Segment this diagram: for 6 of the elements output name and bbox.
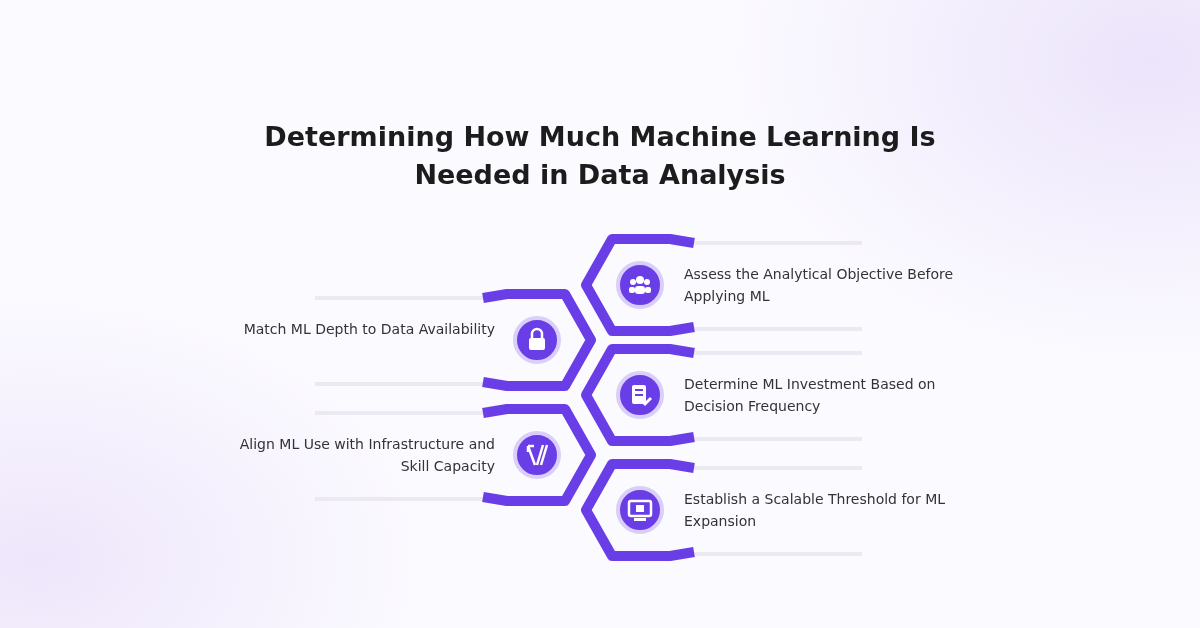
step-text: Determine ML Investment Based on Decision Frequency: [684, 375, 937, 416]
step-text: Align ML Use with Infrastructure and Skill Capacity: [238, 435, 495, 476]
step-text: Establish a Scalable Threshold for ML Expansion: [684, 490, 947, 531]
title: Determining How Much Machine Learning Is Needed in Data Analysis: [263, 120, 937, 192]
step-text: Match ML Depth to Data Availability: [242, 320, 495, 339]
step-text: Assess the Analytical Objective Before Applying ML: [684, 265, 955, 306]
